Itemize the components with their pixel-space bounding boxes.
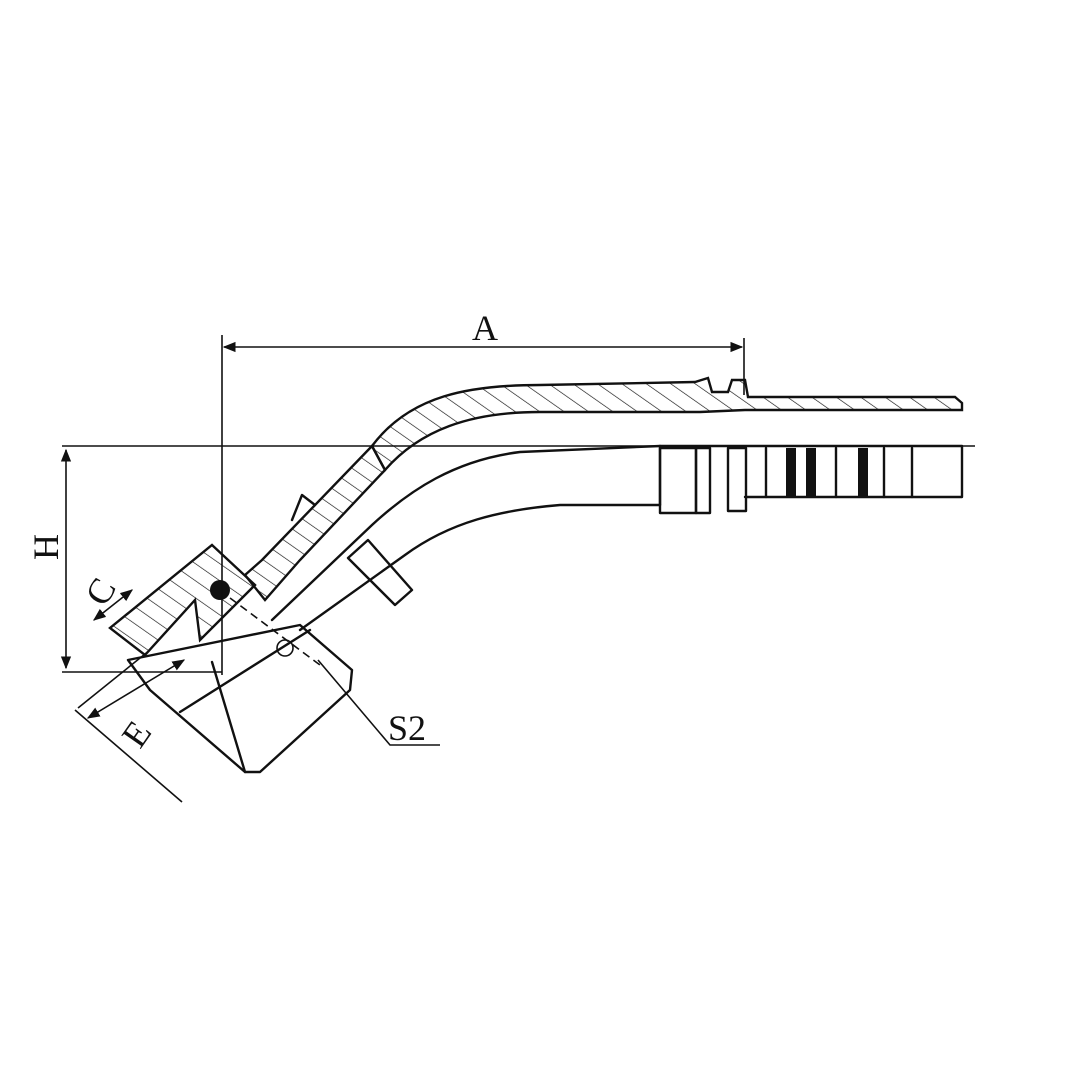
dim-c-line (92, 589, 134, 621)
outer-lower-curve (298, 503, 662, 632)
nut-section (108, 543, 257, 657)
axis-line (229, 597, 321, 666)
dim-a-label: A (472, 308, 498, 348)
dim-c-label: C (77, 571, 124, 612)
bore-lower-curve (270, 444, 662, 622)
dim-e-ext-1 (74, 709, 183, 803)
dim-h-label: H (26, 534, 66, 560)
upper-wall-section (370, 376, 964, 473)
s2-leader (317, 659, 440, 746)
diagonal-wall-section (243, 443, 387, 602)
center-mark (276, 639, 294, 657)
bend-collar (346, 538, 414, 607)
s2-label: S2 (388, 708, 426, 748)
seal-ball (210, 580, 230, 600)
hose-tail-rings (658, 446, 914, 515)
bend-tab (290, 493, 317, 522)
hex-nut-facets (178, 628, 312, 774)
dim-e-line (86, 659, 186, 719)
hex-nut (126, 623, 354, 774)
dim-e-ext-2 (77, 649, 151, 709)
